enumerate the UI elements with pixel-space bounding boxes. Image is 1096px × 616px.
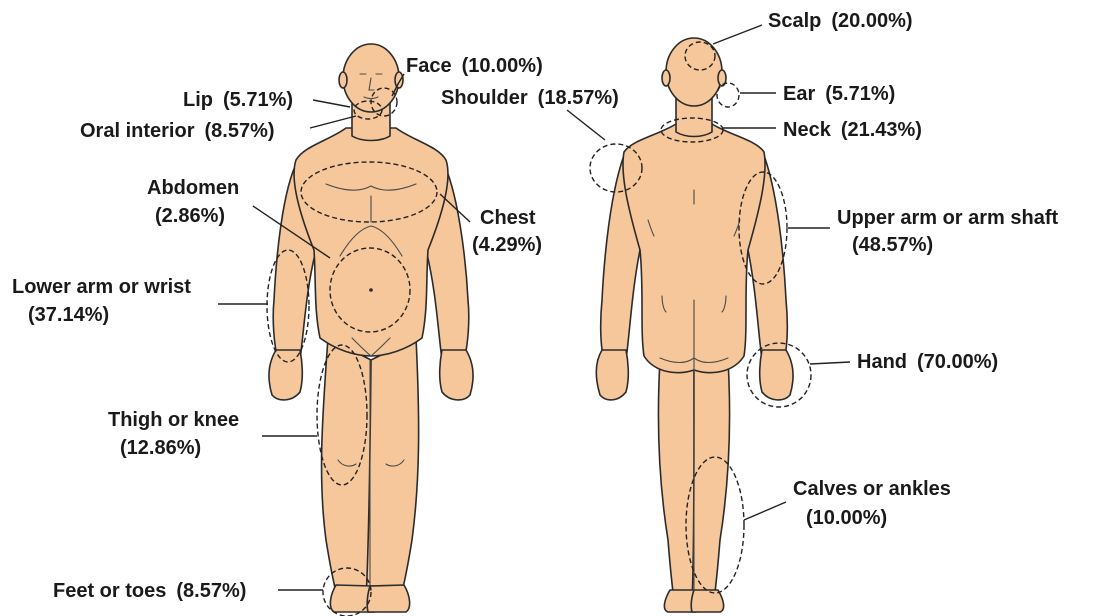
lower-arm-percent: (37.14%) [28, 304, 109, 326]
calves-label: Calves or ankles [793, 478, 951, 500]
feet-label: Feet or toes(8.57%) [53, 580, 246, 602]
chest-percent: (4.29%) [472, 234, 542, 256]
leader-lines [218, 25, 850, 590]
calves-percent: (10.00%) [806, 507, 887, 529]
front-body-figure [269, 44, 473, 612]
ear-region [717, 83, 739, 107]
abdomen-label: Abdomen [147, 177, 239, 199]
chest-label: Chest [480, 207, 536, 229]
ear-label: Ear(5.71%) [783, 83, 895, 105]
labels: Face(10.00%) Lip(5.71%) Oral interior(8.… [12, 10, 1059, 602]
oral-interior-label: Oral interior(8.57%) [80, 120, 275, 142]
scalp-label: Scalp(20.00%) [768, 10, 913, 32]
neck-label: Neck(21.43%) [783, 119, 922, 141]
thigh-percent: (12.86%) [120, 437, 201, 459]
upper-arm-percent: (48.57%) [852, 234, 933, 256]
hand-label: Hand(70.00%) [857, 351, 998, 373]
face-label: Face(10.00%) [406, 55, 543, 77]
shoulder-label: Shoulder(18.57%) [441, 87, 619, 109]
upper-arm-label: Upper arm or arm shaft [837, 207, 1059, 229]
lower-arm-label: Lower arm or wrist [12, 276, 191, 298]
abdomen-percent: (2.86%) [155, 205, 225, 227]
thigh-label: Thigh or knee [108, 409, 239, 431]
back-body-figure [596, 38, 793, 612]
lip-label: Lip(5.71%) [183, 89, 293, 111]
